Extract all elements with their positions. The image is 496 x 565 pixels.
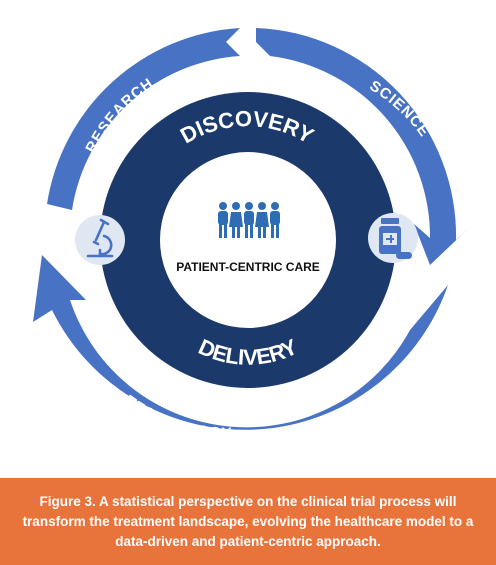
microscope-badge (75, 215, 125, 265)
science-arrow (256, 28, 470, 265)
center-disc (160, 152, 336, 328)
technology-label: TECHNOLOGY (122, 392, 233, 442)
center-label: PATIENT-CENTRIC CARE (176, 260, 320, 274)
cycle-diagram: RESEARCH SCIENCE TECHNOLOGY DISCOVERY DE… (33, 28, 470, 442)
people-group-icon (218, 202, 280, 238)
medicine-bottle-icon (379, 218, 412, 259)
outer-arrows (33, 28, 470, 430)
figure-caption-bar: Figure 3. A statistical perspective on t… (0, 478, 496, 565)
medicine-bottle-badge (368, 213, 418, 263)
microscope-icon (86, 218, 114, 258)
figure-caption: Figure 3. A statistical perspective on t… (22, 493, 474, 549)
research-arrow (47, 28, 240, 210)
